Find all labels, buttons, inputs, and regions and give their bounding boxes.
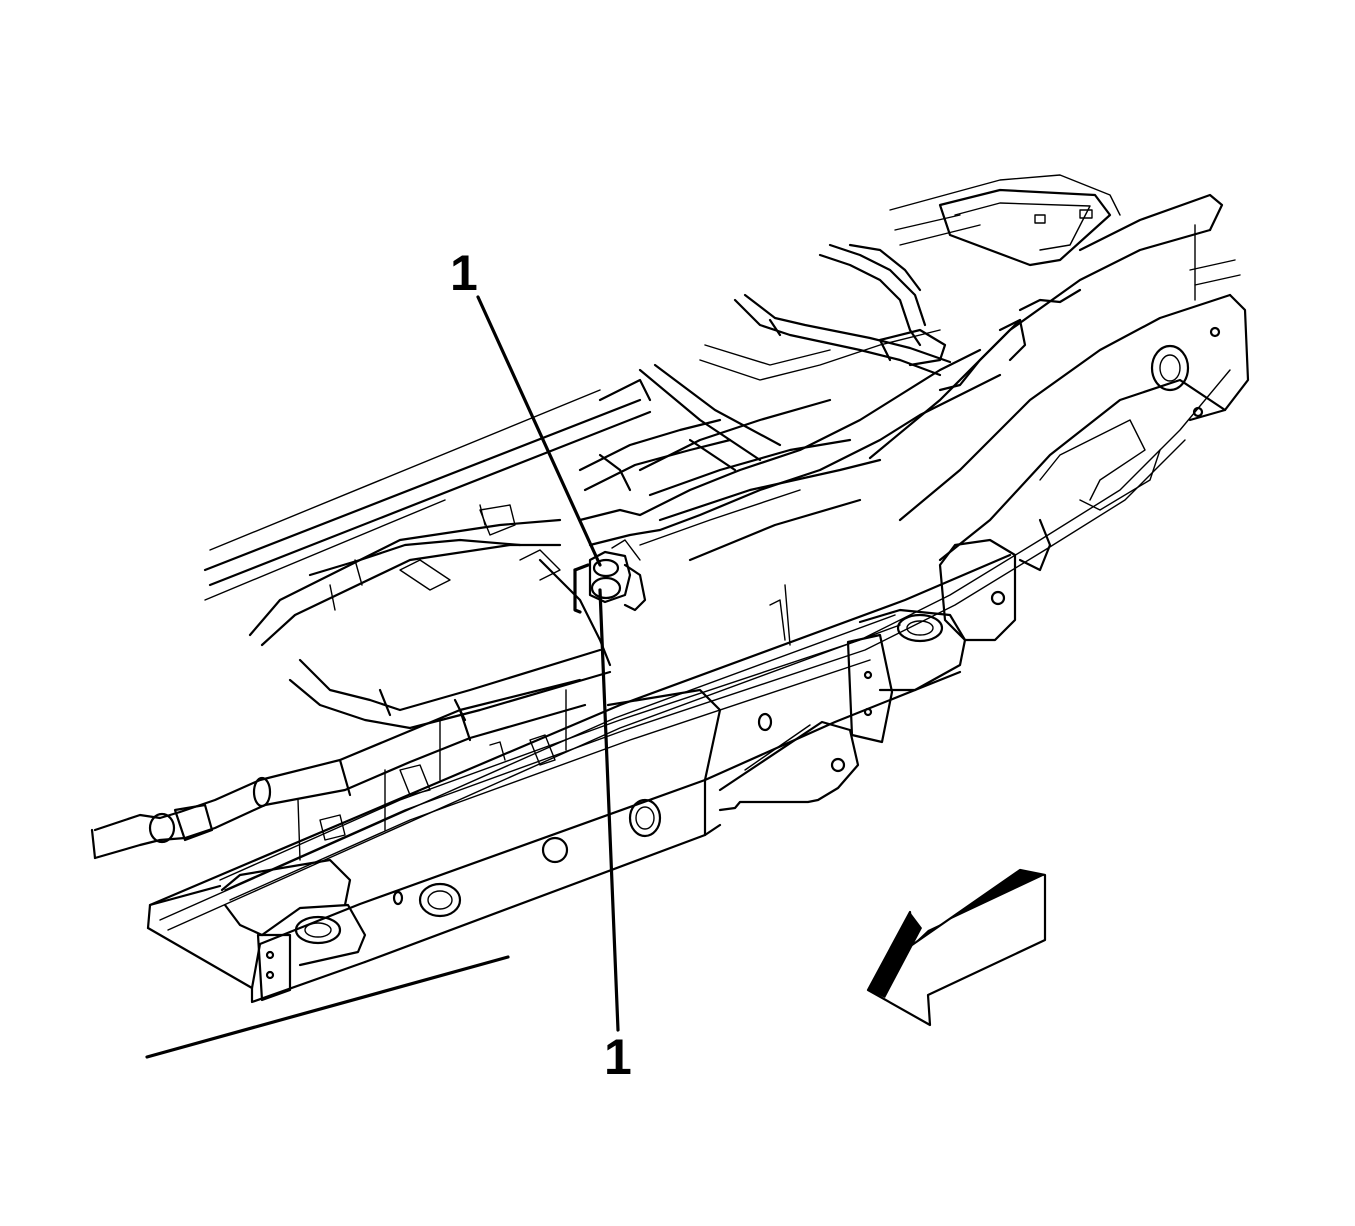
front-frame-rail bbox=[146, 553, 1012, 1004]
ground-reference-line bbox=[145, 955, 510, 1059]
floor-crossmembers bbox=[203, 174, 1241, 667]
callout-label-1-bottom: 1 bbox=[604, 1029, 632, 1085]
callout-label-1-top: 1 bbox=[450, 245, 478, 301]
callout-top-leader-line bbox=[476, 295, 602, 567]
callout-bottom-leader-line bbox=[598, 588, 620, 1032]
fuel-line-clip-icon bbox=[573, 539, 647, 614]
exhaust-and-fuel-lines bbox=[90, 224, 1231, 901]
forward-direction-arrow-icon bbox=[866, 868, 1047, 1027]
rear-frame-rail bbox=[868, 193, 1250, 642]
